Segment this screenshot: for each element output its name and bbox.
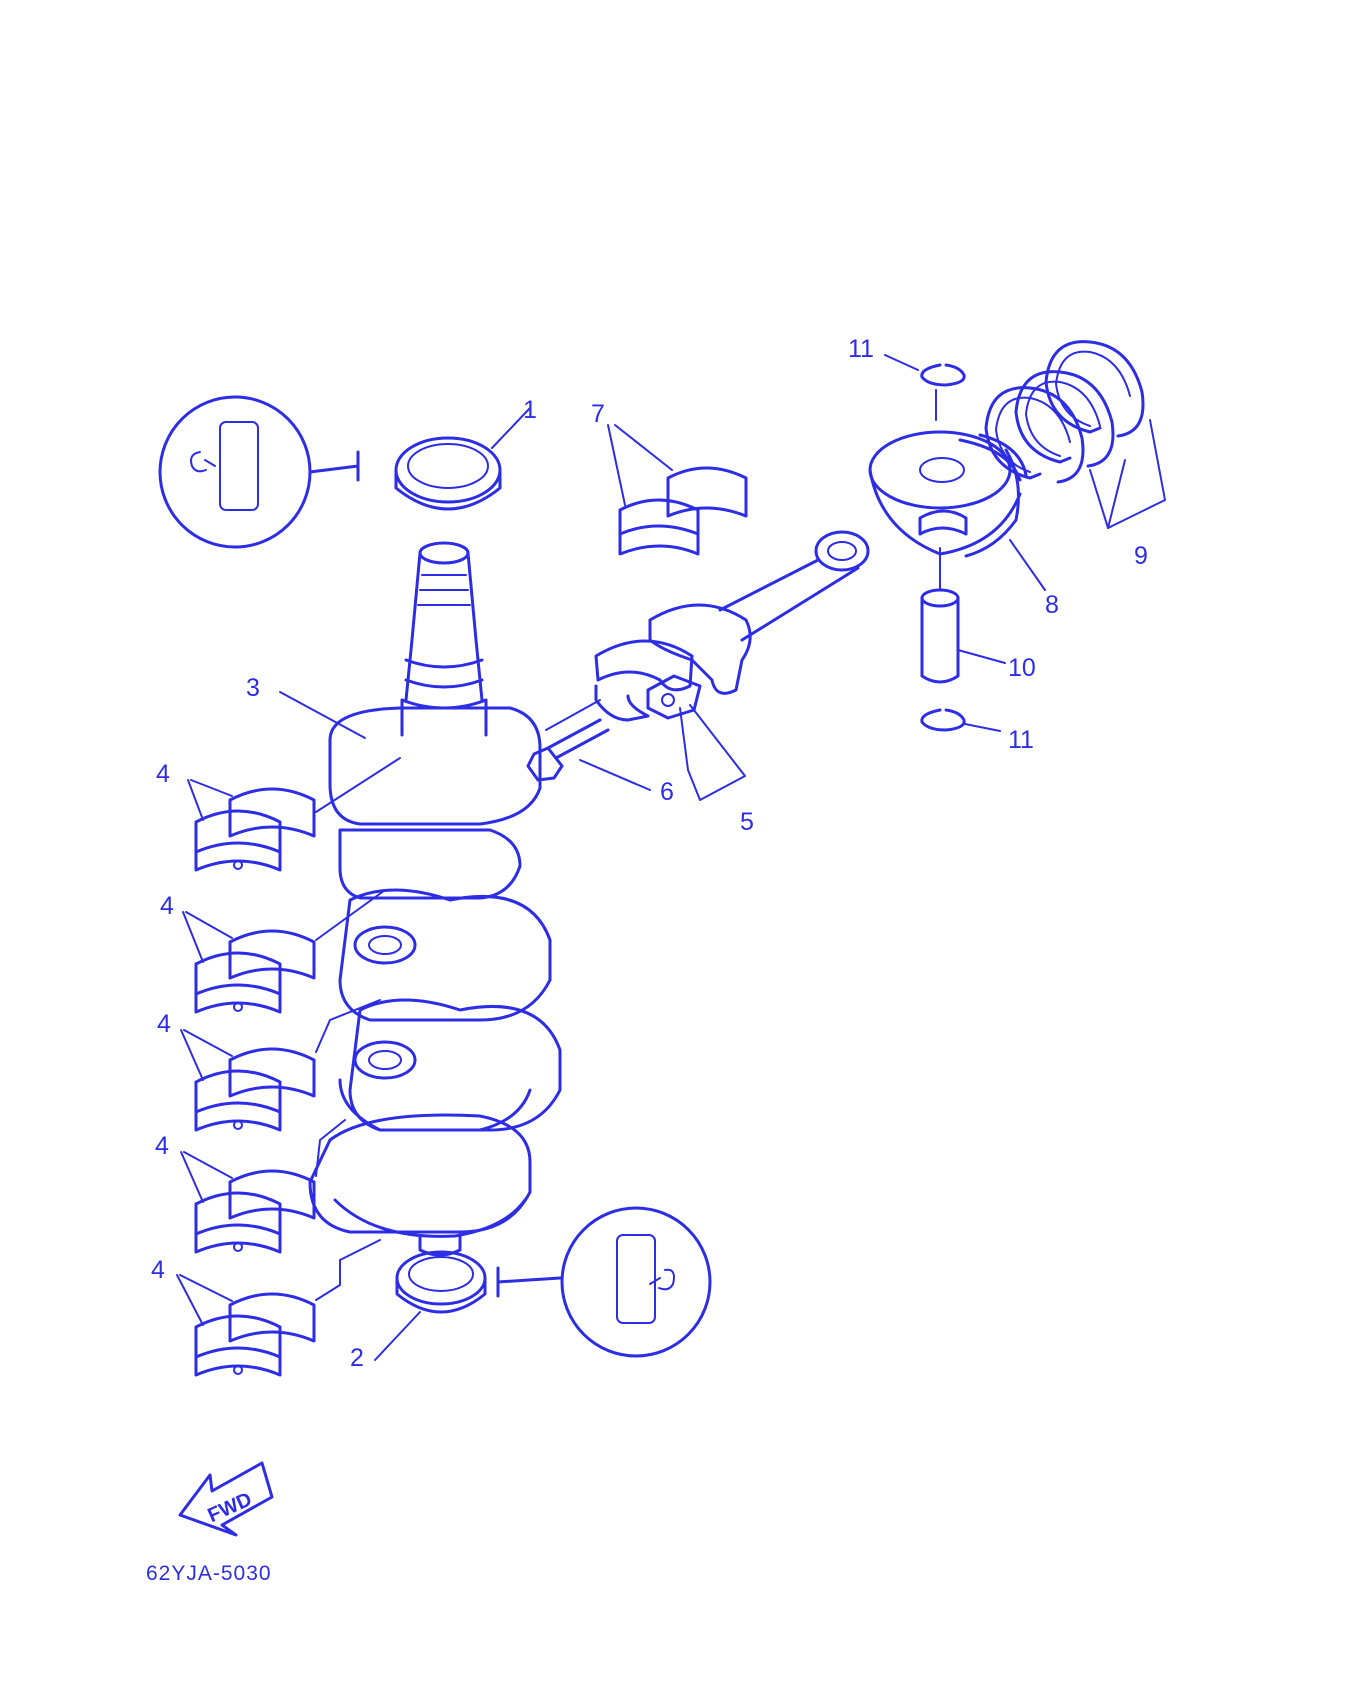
- main-bearing-4d: [180, 1119, 346, 1254]
- piston-rings-9: [984, 340, 1166, 529]
- crankshaft-3: [279, 541, 562, 1257]
- oil-seal-1: [394, 407, 531, 511]
- callout-10: 10: [1008, 654, 1036, 682]
- oil-seal-2: [374, 1250, 487, 1361]
- callout-4c: 4: [157, 1010, 171, 1038]
- diagram-code: 62YJA-5030: [146, 1562, 272, 1585]
- main-bearing-4b: [182, 889, 386, 1014]
- callout-4a: 4: [156, 760, 170, 788]
- piston-8: [868, 430, 1046, 591]
- callout-9: 9: [1134, 542, 1148, 570]
- callout-4b: 4: [160, 892, 174, 920]
- callout-11-top: 11: [848, 335, 874, 363]
- callout-8: 8: [1045, 591, 1059, 619]
- bolt-6: [526, 699, 651, 791]
- grease-detail-top: [158, 395, 360, 549]
- callout-5: 5: [740, 808, 754, 836]
- main-bearing-4a: [187, 757, 401, 872]
- callout-3: 3: [246, 674, 260, 702]
- bearing-7: [607, 424, 748, 556]
- callout-7: 7: [591, 400, 605, 428]
- callout-6: 6: [660, 778, 674, 806]
- clip-11-top: [884, 354, 966, 421]
- grease-detail-bottom: [496, 1206, 712, 1358]
- main-bearing-4e: [176, 1239, 381, 1377]
- fwd-arrow-icon: FWD: [178, 1461, 274, 1537]
- piston-pin-10: [920, 547, 1006, 684]
- connecting-rod-5: [594, 530, 870, 801]
- main-bearing-4c: [180, 999, 381, 1132]
- callout-11-bottom: 11: [1008, 726, 1034, 754]
- callout-4d: 4: [155, 1132, 169, 1160]
- callout-1: 1: [523, 396, 537, 424]
- callout-2: 2: [350, 1344, 364, 1372]
- clip-11-bottom: [920, 708, 1001, 732]
- callout-4e: 4: [151, 1256, 165, 1284]
